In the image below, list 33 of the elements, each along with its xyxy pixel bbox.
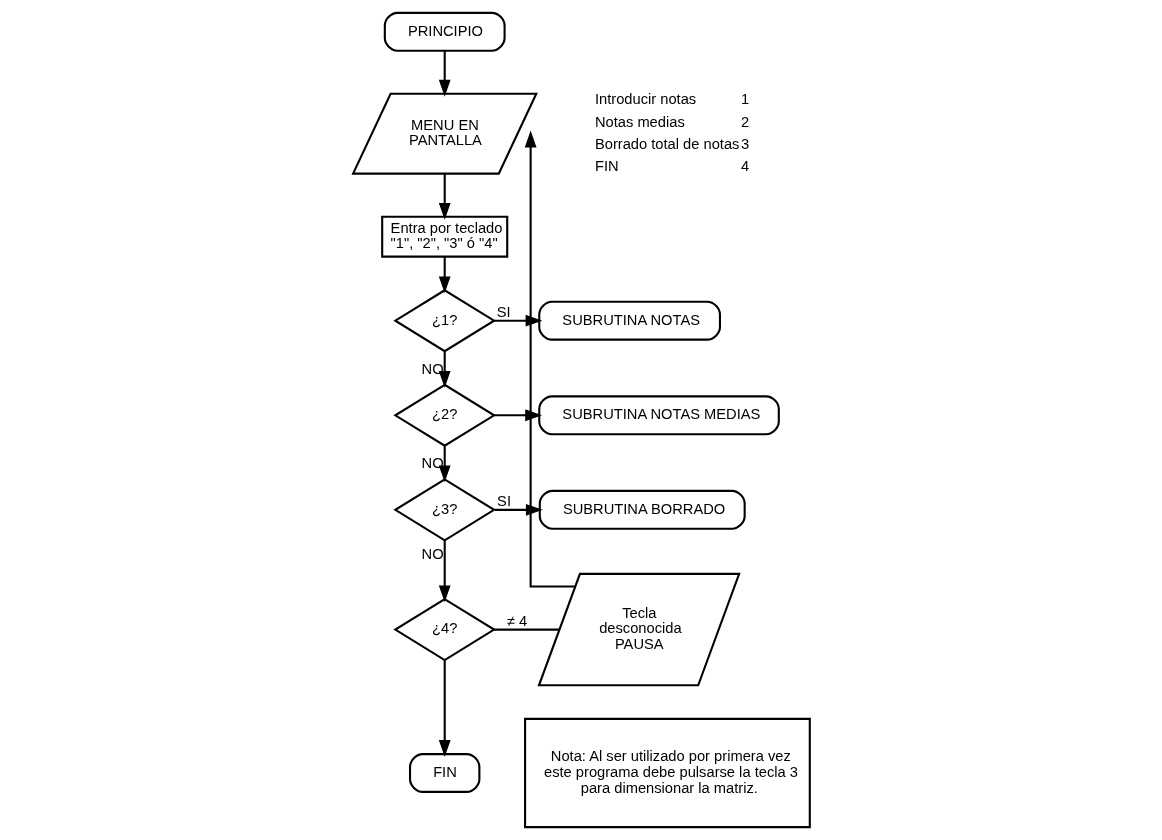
label: 2: [740, 113, 749, 130]
arrow: [438, 173, 451, 220]
label: 3: [740, 135, 749, 152]
edge-label: SI: [496, 303, 511, 320]
node-diamond: ¿1?: [392, 289, 496, 353]
arrow: [438, 446, 451, 483]
edge-label: NO: [421, 546, 444, 563]
label: Introducir notas: [594, 91, 696, 108]
arrow: [493, 409, 542, 422]
connector: [493, 628, 559, 631]
arrow: [438, 540, 451, 603]
arrow: [438, 257, 451, 294]
node-box: Nota: Al ser utilizado por primera vez este programa debe pulsarse la tecla 3 para dimensionar la matriz.: [523, 717, 811, 829]
label: 4: [740, 157, 749, 174]
node-box: PRINCIPIO: [383, 11, 506, 52]
label: FIN: [594, 157, 619, 174]
node-diamond: ¿3?: [392, 478, 496, 542]
edge-label: NO: [421, 455, 444, 472]
node-diamond: ¿4?: [392, 597, 496, 662]
edge-label: ≠ 4: [506, 612, 527, 629]
node-box: FIN: [408, 753, 480, 793]
node-diamond: ¿2?: [392, 383, 496, 447]
arrow: [438, 351, 451, 388]
node-box: Entra por teclado "1", "2", "3" ó "4": [380, 215, 508, 258]
label: Notas medias: [594, 113, 685, 130]
node-box: SUBRUTINA NOTAS MEDIAS: [537, 395, 780, 436]
label: 1: [740, 91, 749, 108]
arrow: [438, 50, 451, 97]
edge-label: SI: [496, 492, 511, 509]
node-box: SUBRUTINA NOTAS: [537, 300, 721, 341]
arrow: [438, 660, 451, 757]
label: Borrado total de notas: [594, 135, 739, 152]
node-box: SUBRUTINA BORRADO: [538, 489, 746, 530]
